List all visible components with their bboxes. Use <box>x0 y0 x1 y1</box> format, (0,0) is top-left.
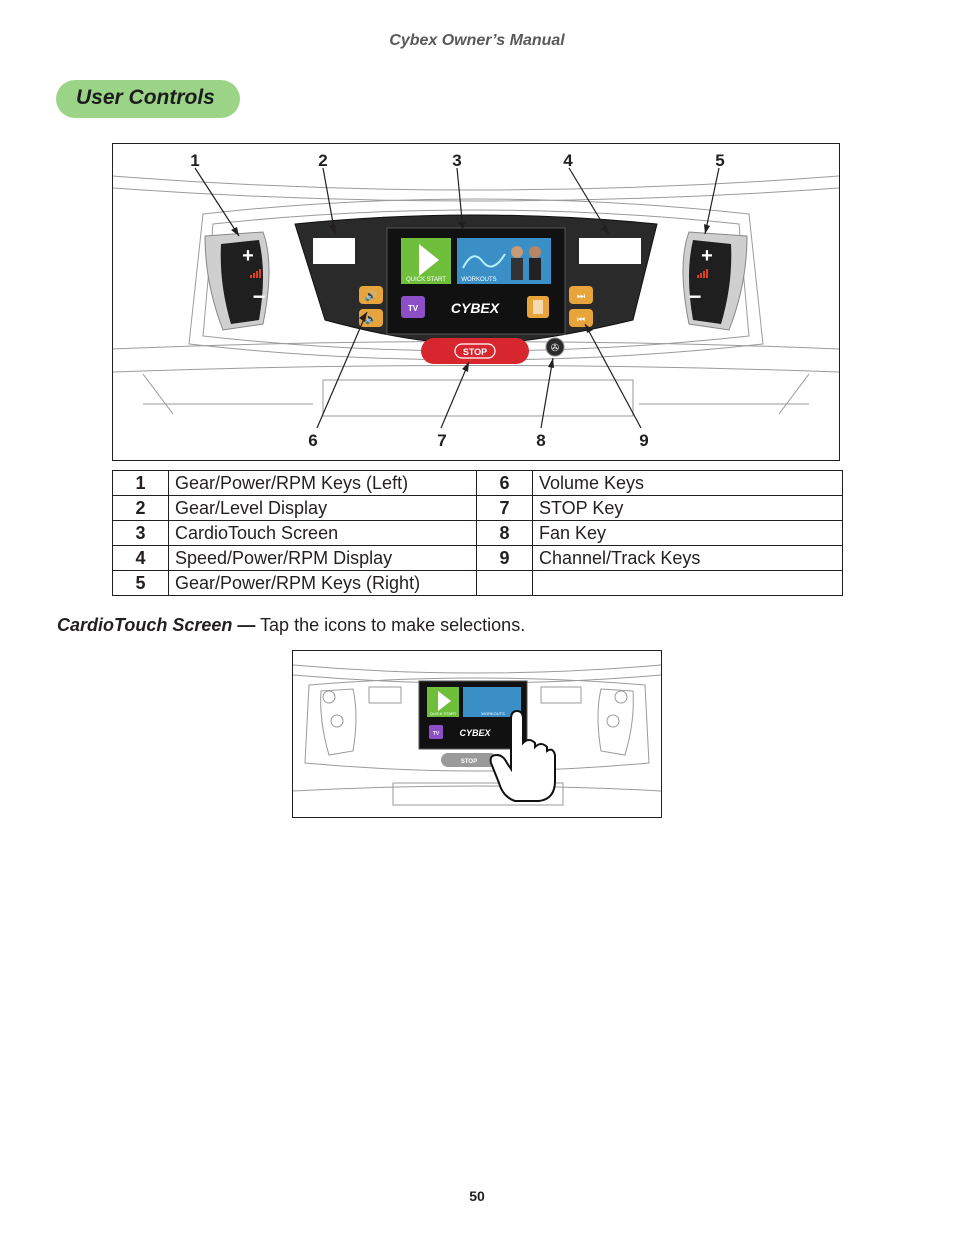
gear-plus-left-icon: + <box>242 245 254 267</box>
quick-start-label: QUICK START <box>406 277 446 283</box>
cardiotouch-caption: CardioTouch Screen — Tap the icons to ma… <box>57 615 525 636</box>
manual-header: Cybex Owner’s Manual <box>389 32 565 49</box>
stop-key <box>441 753 497 767</box>
speed-power-display <box>579 238 641 264</box>
controls-legend-table: 1 Gear/Power/RPM Keys (Left) 6 Volume Ke… <box>112 470 843 596</box>
table-row: 1 Gear/Power/RPM Keys (Left) 6 Volume Ke… <box>112 470 843 496</box>
svg-text:STOP: STOP <box>461 759 477 765</box>
table-row: 5 Gear/Power/RPM Keys (Right) <box>112 570 843 596</box>
callout-3: 3 <box>452 151 461 170</box>
fan-key <box>545 337 565 357</box>
tv-icon <box>429 725 443 739</box>
stop-key <box>421 338 529 364</box>
gear-minus-right-icon: − <box>689 284 702 309</box>
table-row: 2 Gear/Level Display 7 STOP Key <box>112 495 843 521</box>
gear-minus-left-icon: − <box>253 284 266 309</box>
svg-text:TV: TV <box>433 731 440 737</box>
callout-lines <box>194 167 720 429</box>
workouts-tile <box>463 687 521 717</box>
fan-icon: ✇ <box>551 343 559 354</box>
level-bars-left-icon <box>250 269 261 278</box>
callout-arrowheads <box>231 222 710 372</box>
caption-text: Tap the icons to make selections. <box>255 615 526 635</box>
section-pill: User Controls <box>56 80 240 118</box>
callout-5: 5 <box>715 151 724 170</box>
speaker-quiet-icon: 🔉 <box>365 314 377 325</box>
svg-text:TV: TV <box>408 304 419 313</box>
callout-8: 8 <box>536 431 545 450</box>
speaker-loud-icon: 🔊 <box>365 289 377 302</box>
pointing-hand-icon <box>489 709 556 802</box>
gear-level-display <box>313 238 355 264</box>
cybex-logo: CYBEX <box>459 728 491 738</box>
right-key-pod: + − <box>682 231 748 331</box>
channel-prev-key <box>569 309 593 327</box>
gear-plus-right-icon: + <box>701 245 713 267</box>
workouts-label: WORKOUTS <box>461 277 496 283</box>
table-row: 3 CardioTouch Screen 8 Fan Key <box>112 520 843 546</box>
callout-1: 1 <box>190 151 199 170</box>
touch-screen-illustration: QUICK START WORKOUTS TV CYBEX STOP <box>292 650 662 818</box>
caption-term: CardioTouch Screen — <box>57 615 256 635</box>
quick-start-label: QUICK START <box>430 711 457 716</box>
cybex-logo: CYBEX <box>451 300 501 316</box>
callout-2: 2 <box>318 151 327 170</box>
callout-7: 7 <box>437 431 446 450</box>
callout-4: 4 <box>563 151 573 170</box>
svg-text:STOP: STOP <box>463 347 487 357</box>
console-diagram: + − + − QUICK START WORKOUTS TV CYBEX <box>112 143 840 461</box>
volume-up-key <box>359 286 383 304</box>
channel-next-key <box>569 286 593 304</box>
section-title: User Controls <box>76 86 215 109</box>
table-row: 4 Speed/Power/RPM Display 9 Channel/Trac… <box>112 545 843 571</box>
tv-icon <box>401 296 425 318</box>
left-key-pod: + − <box>204 231 270 331</box>
workouts-label: WORKOUTS <box>481 711 505 716</box>
callout-9: 9 <box>639 431 648 450</box>
callout-6: 6 <box>308 431 317 450</box>
level-bars-right-icon <box>697 269 708 278</box>
prev-track-icon: ⏮ <box>577 315 585 325</box>
next-track-icon: ⏭ <box>577 292 585 302</box>
page-number: 50 <box>469 1188 485 1204</box>
